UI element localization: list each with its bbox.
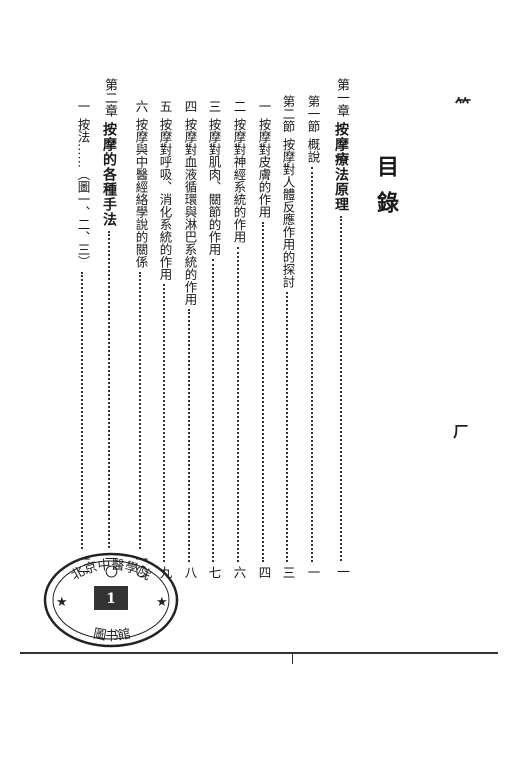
library-stamp: 北京中醫學院 圖书館 ★ ★ 1	[36, 540, 186, 650]
item-marker: 六	[133, 100, 149, 113]
dot-leader	[81, 271, 84, 549]
page-number: 三	[280, 565, 296, 579]
item-marker: 二	[231, 100, 247, 113]
toc-section-2[interactable]: 第二節 按摩對人體反應作用的探討 三	[280, 95, 296, 579]
stamp-bottom-text: 圖书館	[92, 627, 132, 644]
item-title: 按摩對呼吸、消化系統的作用	[157, 117, 173, 281]
dot-leader	[262, 221, 265, 562]
bottom-rule	[20, 652, 498, 654]
section-marker: 第一節	[305, 95, 321, 133]
page-number: 一〇	[102, 552, 117, 578]
item-marker: 三	[206, 100, 222, 113]
toc-item-5[interactable]: 五 按摩對呼吸、消化系統的作用 九	[157, 100, 173, 578]
item-title: 按摩對肌肉、關節的作用	[206, 117, 222, 256]
toc-item-6[interactable]: 六 按摩與中醫經絡學說的關係 一〇	[133, 100, 149, 578]
dot-leader	[286, 291, 289, 562]
dot-leader	[237, 246, 240, 562]
page-number: 六	[231, 565, 247, 579]
svg-text:圖书館: 圖书館	[92, 627, 132, 644]
item-marker: 一	[256, 100, 272, 113]
star-icon: ★	[56, 595, 68, 610]
item-title: 按摩對血液循環與淋巴系統的作用	[182, 117, 198, 306]
dot-leader	[108, 231, 110, 548]
item-title: 按摩與中醫經絡學說的關係	[133, 117, 149, 268]
dot-leader	[311, 166, 314, 562]
page-number: 七	[206, 565, 222, 579]
stamp-center-number: 1	[106, 591, 116, 607]
library-stamp-seal: 北京中醫學院 圖书館 ★ ★ 1	[43, 552, 179, 648]
dot-leader	[188, 309, 191, 562]
chapter-title: 按摩的各種手法	[101, 122, 117, 227]
stamp-top-text: 北京中醫學院	[69, 558, 154, 584]
toc-item-2[interactable]: 二 按摩對神經系統的作用 六	[231, 100, 247, 579]
page-number: 一	[305, 565, 321, 579]
dot-leader	[163, 284, 166, 562]
bottom-rule-tick	[292, 652, 293, 664]
star-icon: ★	[156, 595, 168, 610]
toc-item-3[interactable]: 三 按摩對肌肉、關節的作用 七	[206, 100, 222, 579]
chapter-title: 按摩療法原理	[333, 122, 349, 212]
chapter-marker: 第二章	[102, 78, 117, 117]
section-title: 概說	[305, 137, 321, 163]
toc-chapter-2[interactable]: 第二章 按摩的各種手法 一〇	[101, 78, 117, 578]
item-marker: 四	[182, 100, 198, 113]
page-number: 四	[256, 565, 272, 579]
item-marker: 五	[157, 100, 173, 113]
toc-item-4[interactable]: 四 按摩對血液循環與淋巴系統的作用 八	[182, 100, 198, 579]
item-title: 按法……（圖一、二、三）	[75, 117, 91, 268]
dot-leader	[340, 216, 342, 561]
dot-leader	[212, 259, 215, 562]
toc-item-1[interactable]: 一 按摩對皮膚的作用 四	[256, 100, 272, 579]
dot-leader	[139, 271, 142, 549]
svg-text:北京中醫學院: 北京中醫學院	[69, 558, 154, 584]
toc-item-last[interactable]: 一 按法……（圖一、二、三） 一一	[75, 100, 91, 578]
section-title: 按摩對人體反應作用的探討	[280, 137, 296, 288]
item-title: 按摩對皮膚的作用	[256, 117, 272, 218]
toc-title: 目錄	[373, 155, 399, 227]
page-number: 一	[334, 565, 349, 578]
scan-mark-top: ⺮	[455, 96, 472, 115]
scan-mark-middle: ㄏ	[453, 422, 470, 441]
section-marker: 第二節	[280, 95, 296, 133]
item-title: 按摩對神經系統的作用	[231, 117, 247, 243]
item-marker: 一	[75, 100, 91, 113]
toc-section-1[interactable]: 第一節 概說 一	[305, 95, 321, 579]
chapter-marker: 第一章	[334, 78, 349, 117]
page-number: 八	[182, 565, 198, 579]
toc-chapter-1[interactable]: 第一章 按摩療法原理 一	[333, 78, 349, 578]
